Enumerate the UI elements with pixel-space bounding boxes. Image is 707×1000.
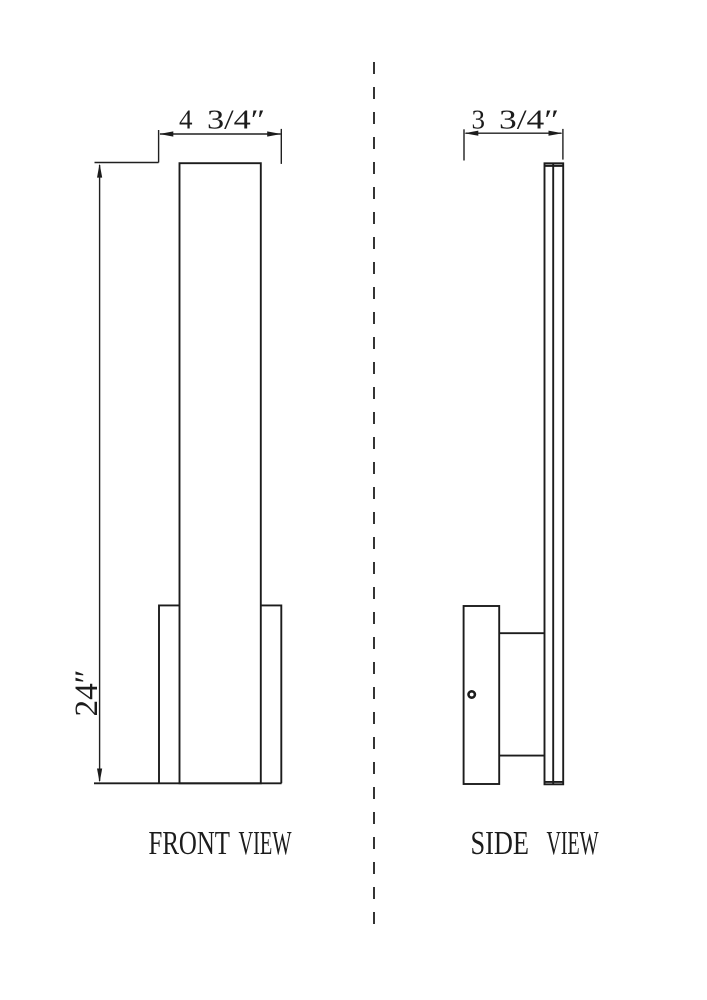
svg-text:3: 3: [472, 104, 486, 134]
svg-text:24″: 24″: [69, 670, 105, 717]
svg-text:3/4″: 3/4″: [499, 104, 559, 134]
svg-text:VIEW: VIEW: [239, 825, 292, 862]
svg-text:VIEW: VIEW: [547, 825, 599, 862]
svg-text:4: 4: [179, 105, 193, 135]
svg-text:3/4″: 3/4″: [207, 105, 265, 135]
svg-text:SIDE: SIDE: [471, 825, 530, 862]
svg-text:FRONT: FRONT: [149, 825, 231, 862]
